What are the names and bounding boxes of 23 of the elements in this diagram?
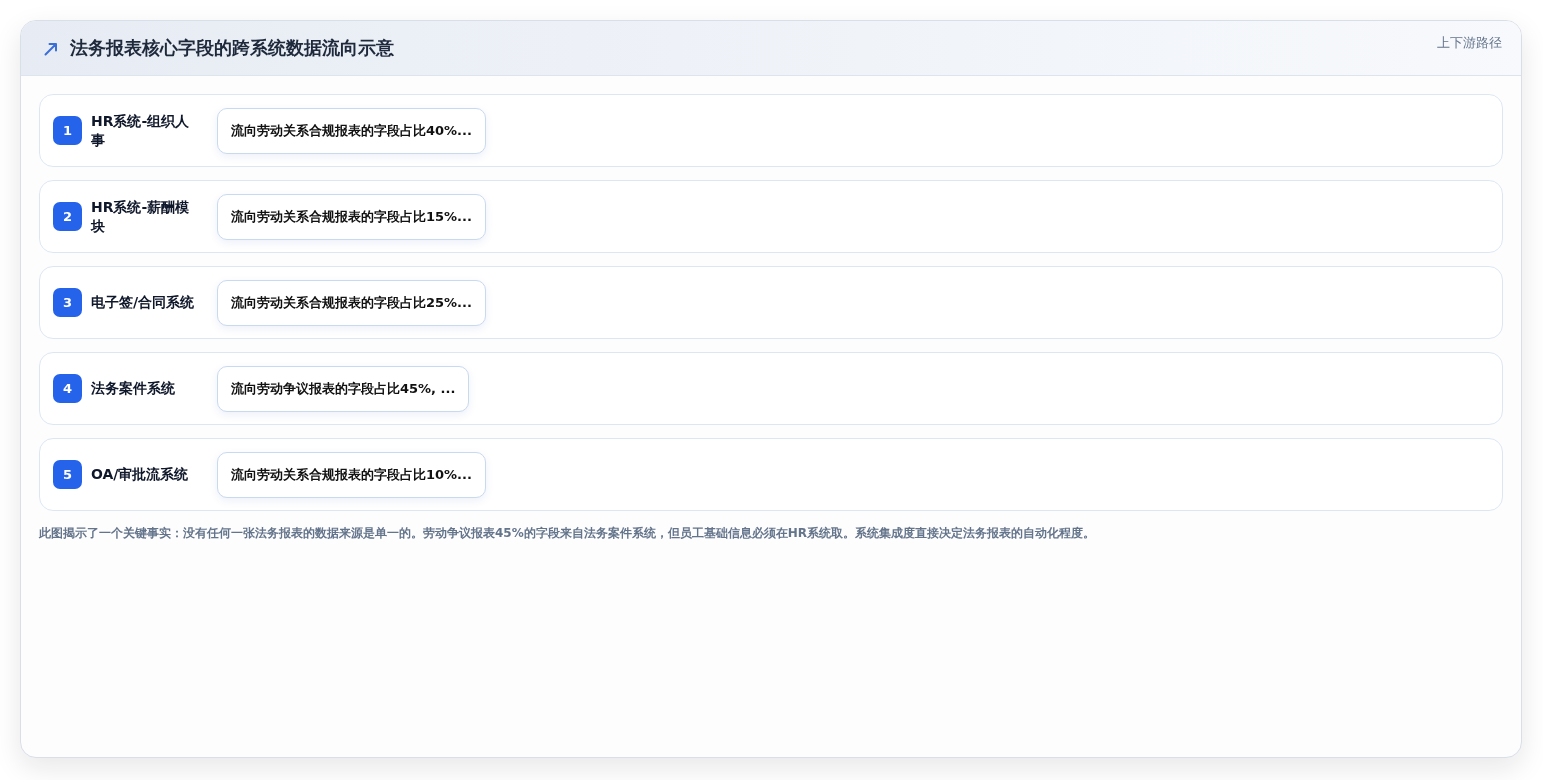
flow-tag: 流向劳动关系合规报表的字段占比40%... bbox=[217, 107, 486, 154]
number-badge: 5 bbox=[53, 460, 82, 489]
diagram-title: 法务报表核心字段的跨系统数据流向示意 bbox=[70, 36, 394, 60]
flow-tag: 流向劳动关系合规报表的字段占比10%... bbox=[217, 451, 486, 498]
header-note: 上下游路径 bbox=[1437, 35, 1502, 51]
flow-tag: 流向劳动关系合规报表的字段占比15%... bbox=[217, 193, 486, 240]
number-badge: 4 bbox=[53, 374, 82, 403]
system-card bbox=[39, 438, 1503, 511]
system-card bbox=[39, 180, 1503, 253]
system-card bbox=[39, 266, 1503, 339]
system-card bbox=[39, 352, 1503, 425]
flow-tag: 流向劳动争议报表的字段占比45%, ... bbox=[217, 365, 470, 412]
system-name: 法务案件系统 bbox=[91, 379, 176, 398]
caption-text: 此图揭示了一个关键事实：没有任何一张法务报表的数据来源是单一的。劳动争议报表45%的字段来自法务案件系统，但员工基础信息必须在HR系统取。系统集成度直接决定法务报表的自动化程度。 bbox=[39, 525, 1096, 542]
number-badge: 3 bbox=[53, 288, 82, 317]
system-name: HR系统-薪酬模块 bbox=[91, 197, 191, 236]
flow-tag: 流向劳动关系合规报表的字段占比25%... bbox=[217, 279, 486, 326]
system-card bbox=[39, 94, 1503, 167]
number-badge: 1 bbox=[53, 116, 82, 145]
number-badge: 2 bbox=[53, 202, 82, 231]
system-name: HR系统-组织人事 bbox=[91, 111, 191, 150]
system-name: OA/审批流系统 bbox=[91, 465, 190, 484]
system-name: 电子签/合同系统 bbox=[91, 293, 196, 312]
